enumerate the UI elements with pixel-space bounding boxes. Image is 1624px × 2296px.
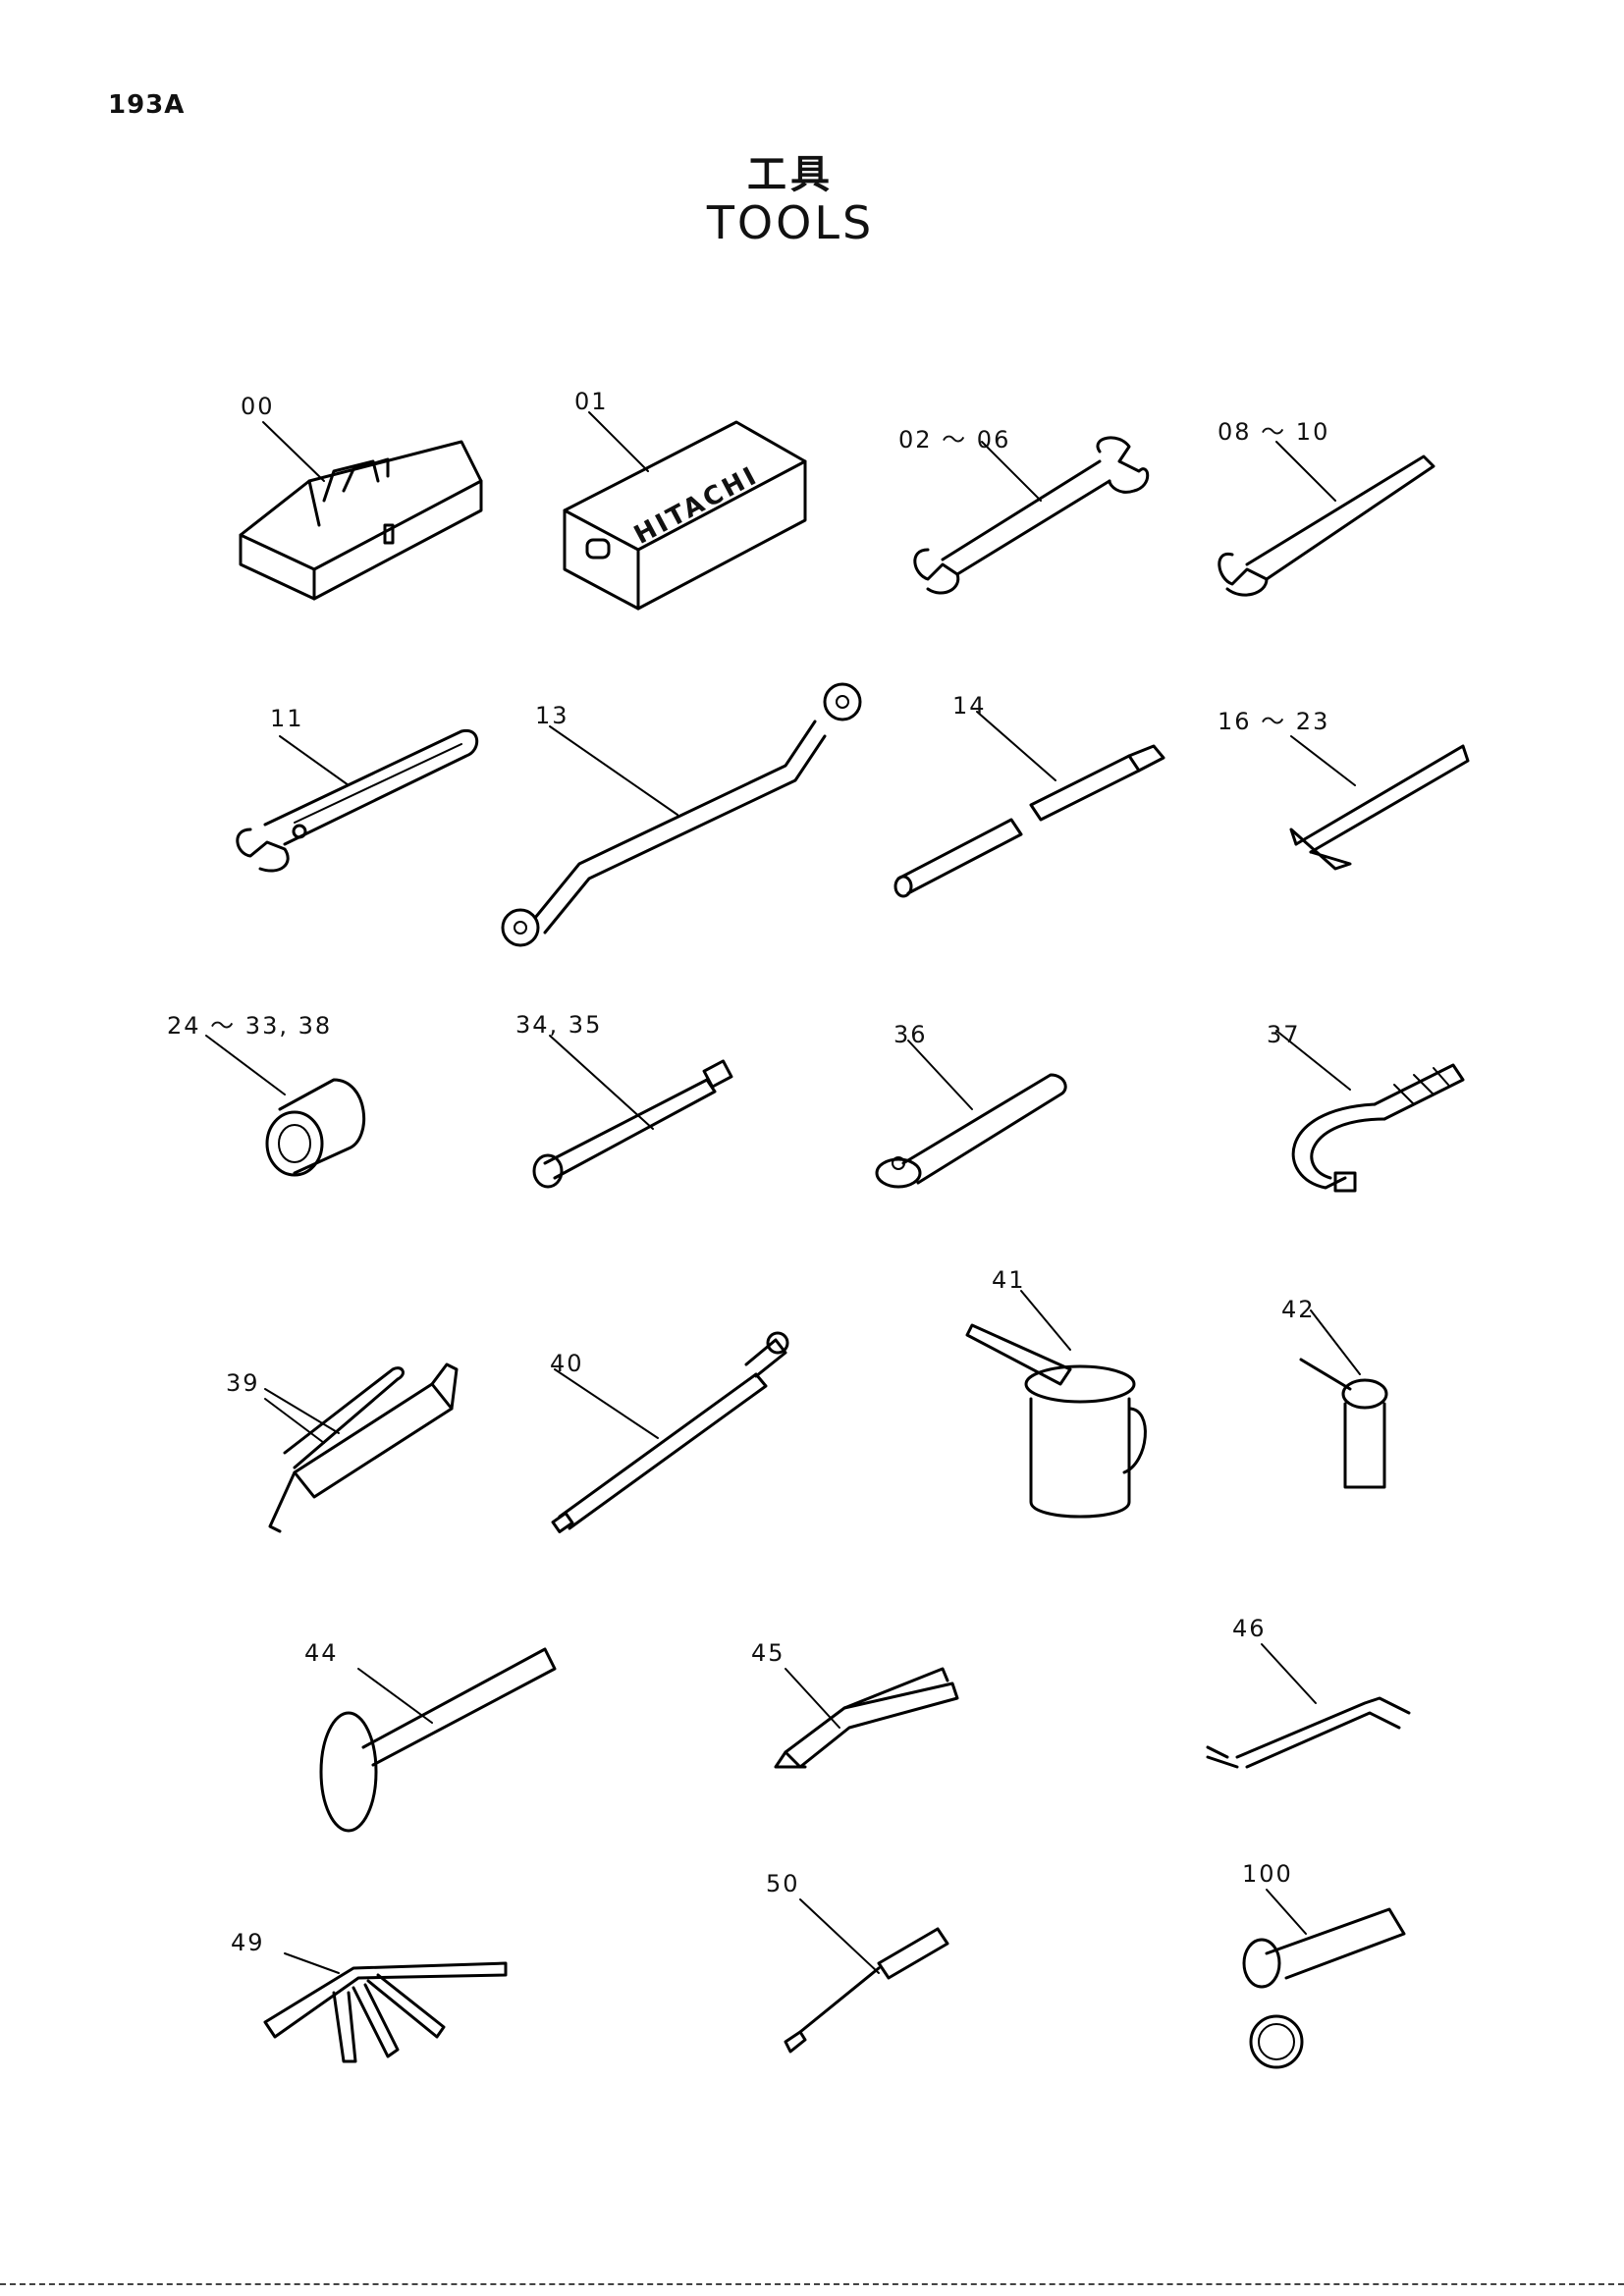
callout-01: 01 — [574, 388, 609, 415]
callout-36: 36 — [893, 1021, 928, 1048]
toolbox-00-icon — [239, 440, 483, 601]
callout-13: 13 — [535, 702, 569, 729]
flashlight-100-icon — [1242, 1907, 1406, 2069]
pliers-45-icon — [774, 1667, 959, 1769]
callout-24-38: 24 〜 33, 38 — [167, 1012, 333, 1040]
hex-key-16-23-icon — [1289, 744, 1470, 871]
offset-ring-wrench-13-icon — [501, 682, 862, 947]
callout-37: 37 — [1267, 1021, 1301, 1048]
offset-bar-46-icon — [1206, 1696, 1411, 1769]
callout-46: 46 — [1232, 1615, 1267, 1642]
screwdriver-50-icon — [784, 1927, 949, 2054]
oil-jug-41-icon — [965, 1323, 1147, 1519]
callout-49: 49 — [231, 1929, 265, 1956]
double-open-wrench-02-06-icon — [913, 436, 1150, 595]
callout-14: 14 — [952, 692, 987, 720]
page-number: 193A — [108, 90, 186, 120]
callout-41: 41 — [992, 1266, 1026, 1294]
leader-lines — [205, 411, 1361, 1974]
hammer-44-icon — [319, 1647, 557, 1833]
bottom-rule — [0, 2283, 1624, 2285]
torque-wrench-40-icon — [551, 1331, 789, 1534]
callout-45: 45 — [751, 1639, 785, 1667]
page-title-japanese: 工具 — [747, 152, 834, 197]
callout-34-35: 34, 35 — [515, 1011, 603, 1039]
callout-44: 44 — [304, 1639, 339, 1667]
callout-39: 39 — [226, 1369, 260, 1397]
grease-gun-39-icon — [268, 1362, 459, 1533]
oiler-42-icon — [1299, 1358, 1388, 1489]
callout-50: 50 — [766, 1870, 800, 1897]
handle-bar-14-icon — [893, 744, 1165, 898]
hex-key-set-49-icon — [263, 1961, 508, 2063]
callout-42: 42 — [1281, 1296, 1316, 1323]
adjustable-wrench-11-icon — [236, 728, 479, 873]
ratchet-handle-36-icon — [875, 1073, 1067, 1189]
open-end-wrench-08-10-icon — [1218, 454, 1435, 597]
callout-16-23: 16 〜 23 — [1218, 708, 1330, 735]
callout-02-06: 02 〜 06 — [898, 426, 1011, 454]
callout-11: 11 — [270, 705, 304, 732]
callout-00: 00 — [241, 393, 275, 420]
callout-100: 100 — [1242, 1860, 1293, 1888]
speed-brace-37-icon — [1291, 1063, 1465, 1193]
page-title-english: TOOLS — [706, 196, 875, 249]
extension-bar-34-35-icon — [532, 1059, 733, 1189]
steel-box-01-icon — [563, 420, 807, 611]
callout-08-10: 08 〜 10 — [1218, 418, 1330, 446]
callout-40: 40 — [550, 1350, 584, 1377]
socket-24-38-icon — [265, 1078, 366, 1177]
